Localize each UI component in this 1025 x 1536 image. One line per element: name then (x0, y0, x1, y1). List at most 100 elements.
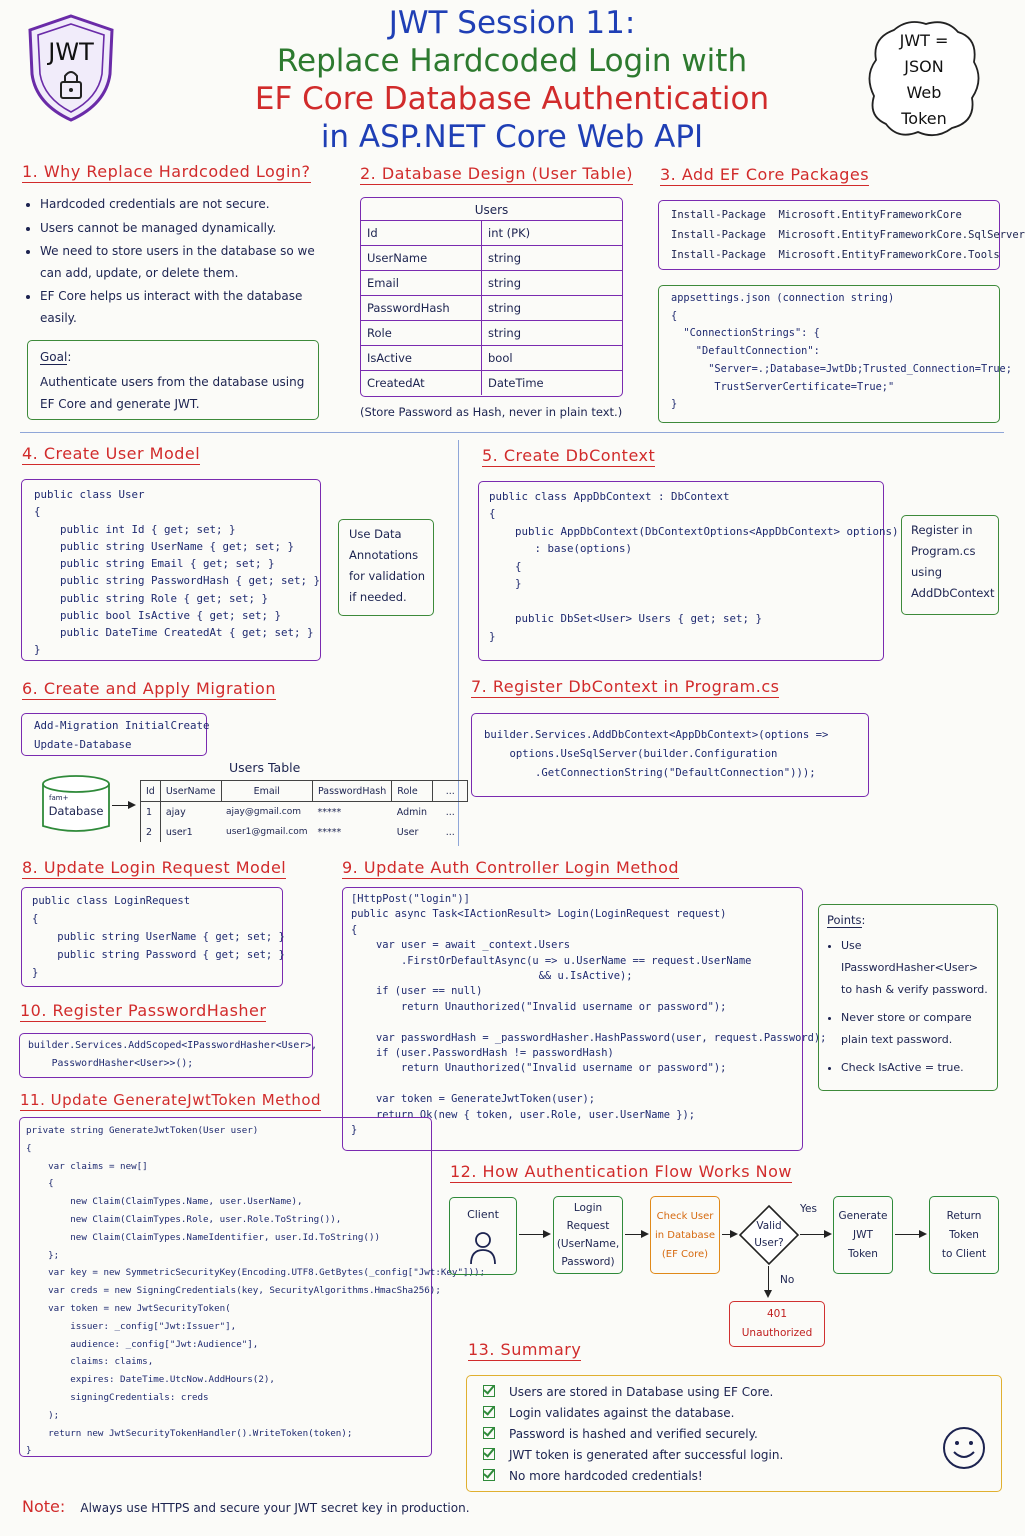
appsettings-box: appsettings.json (connection string) { "… (658, 285, 1012, 423)
summary-item: Password is hashed and verified securely… (483, 1424, 985, 1445)
flow-generate-text: Generate JWT Token (838, 1209, 888, 1260)
checkbox-icon (483, 1385, 495, 1397)
flow-return-text: Return Token to Client (941, 1209, 987, 1260)
summary-item: JWT token is generated after successful … (483, 1445, 985, 1466)
generate-token-code: private string GenerateJwtToken(User use… (26, 1125, 486, 1457)
migration-commands-box: Add-Migration InitialCreate Update-Datab… (21, 713, 210, 756)
title-line-1: JWT Session 11: (388, 5, 636, 41)
password-hash-note: (Store Password as Hash, never in plain … (360, 405, 623, 419)
package-line: Install-Package Microsoft.EntityFramewor… (671, 249, 1000, 261)
flow-unauthorized-text: 401 Unauthorized (741, 1308, 813, 1339)
user-model-code: public class User { public int Id { get;… (34, 488, 321, 657)
users-table-title: Users (474, 203, 509, 217)
user-model-code-box: public class User { public int Id { get;… (21, 479, 321, 661)
user-icon (470, 1231, 496, 1264)
appsettings-code: appsettings.json (connection string) { "… (671, 292, 1012, 411)
password-hasher-code-box: builder.Services.AddScoped<IPasswordHash… (19, 1033, 317, 1078)
users-data-table: Id UserName Email PasswordHash Role ... … (140, 780, 469, 842)
database-icon (42, 775, 110, 832)
flow-valid-text: Valid User? (754, 1220, 784, 1249)
section-3-title: 3. Add EF Core Packages (660, 165, 870, 186)
flow-login-request: Login Request (UserName, Password) (553, 1196, 623, 1274)
decision-diamond-icon (738, 1204, 800, 1266)
section-9-title: 9. Update Auth Controller Login Method (342, 858, 680, 879)
title-line-2: Replace Hardcoded Login with (276, 43, 748, 79)
section-10-title: 10. Register PasswordHasher (20, 1001, 267, 1022)
arrow (625, 1229, 649, 1238)
arrow-down (763, 1266, 772, 1298)
data-annotations-text: Use Data Annotations for validation if n… (349, 527, 426, 604)
flow-login-text: Login Request (UserName, Password) (556, 1202, 620, 1268)
register-dbcontext-code: builder.Services.AddDbContext<AppDbConte… (484, 729, 829, 779)
title-line-4: in ASP.NET Core Web API (320, 119, 704, 155)
section-12-title: 12. How Authentication Flow Works Now (450, 1162, 792, 1183)
package-line: Install-Package Microsoft.EntityFramewor… (671, 229, 1025, 241)
flow-client: Client (449, 1197, 517, 1275)
database-cylinder: fam+ Database (41, 774, 111, 836)
summary-item: Login validates against the database. (483, 1403, 985, 1424)
flow-check-text: Check User in Database (EF Core) (654, 1210, 715, 1260)
section-7-title: 7. Register DbContext in Program.cs (471, 677, 780, 698)
section-1-bullets: Hardcoded credentials are not secure. Us… (22, 194, 322, 332)
summary-item: Users are stored in Database using EF Co… (483, 1382, 985, 1403)
users-table-label: Users Table (229, 760, 301, 775)
flow-unauthorized: 401 Unauthorized (729, 1301, 825, 1347)
checkbox-icon (483, 1427, 495, 1439)
cloud-line-1: JWT = (899, 31, 949, 50)
register-dbcontext-text: Register in Program.cs using AddDbContex… (911, 523, 995, 600)
bullet-item: EF Core helps us interact with the datab… (40, 286, 322, 329)
bullet-item: Users cannot be managed dynamically. (40, 218, 322, 240)
flow-generate-token: Generate JWT Token (833, 1196, 893, 1274)
flow-client-label: Client (467, 1208, 499, 1221)
smiley-icon (941, 1425, 987, 1471)
checkbox-icon (483, 1406, 495, 1418)
goal-text: Authenticate users from the database usi… (40, 375, 305, 411)
shield-icon (28, 14, 114, 122)
packages-box: Install-Package Microsoft.EntityFramewor… (658, 200, 1025, 270)
login-request-code: public class LoginRequest { public strin… (32, 895, 285, 979)
point-item: Use IPasswordHasher<User> to hash & veri… (841, 935, 989, 1001)
arrow (800, 1229, 832, 1238)
database-label: Database (48, 804, 104, 818)
divider (458, 440, 459, 846)
section-1-title: 1. Why Replace Hardcoded Login? (22, 162, 311, 183)
database-small-label: fam+ (49, 794, 69, 802)
register-dbcontext-code-box: builder.Services.AddDbContext<AppDbConte… (471, 713, 869, 797)
login-request-code-box: public class LoginRequest { public strin… (21, 887, 285, 987)
points-box: Points: Use IPasswordHasher<User> to has… (818, 904, 998, 1091)
point-item: Never store or compare plain text passwo… (841, 1007, 989, 1051)
jwt-shield-logo: JWT (22, 12, 120, 124)
cloud-line-3: Web (906, 83, 942, 102)
package-line: Install-Package Microsoft.EntityFramewor… (671, 209, 962, 221)
summary-box: Users are stored in Database using EF Co… (466, 1375, 1002, 1492)
bullet-item: Hardcoded credentials are not secure. (40, 194, 322, 216)
migration-commands: Add-Migration InitialCreate Update-Datab… (34, 719, 210, 751)
arrow (519, 1229, 551, 1238)
flow-valid-user-decision: Valid User? (738, 1204, 800, 1266)
goal-label: Goal (40, 350, 68, 365)
arrow (112, 800, 136, 809)
section-8-title: 8. Update Login Request Model (22, 858, 287, 879)
divider (20, 432, 1004, 433)
points-title: Points (827, 913, 862, 928)
jwt-definition-cloud: JWT = JSON Web Token (864, 16, 984, 142)
note-label: Note: (22, 1497, 66, 1516)
cloud-line-2: JSON (904, 57, 944, 76)
note-text: Always use HTTPS and secure your JWT sec… (80, 1501, 470, 1515)
section-5-title: 5. Create DbContext (482, 446, 656, 467)
section-13-title: 13. Summary (468, 1340, 582, 1361)
cloud-line-4: Token (901, 109, 947, 128)
section-11-title: 11. Update GenerateJwtToken Method (20, 1091, 322, 1111)
flow-return-token: Return Token to Client (929, 1196, 999, 1274)
flow-no-label: No (780, 1274, 795, 1286)
table-header-row: Id UserName Email PasswordHash Role ... (140, 780, 469, 802)
cloud-icon (868, 21, 980, 137)
footer-note: Note: Always use HTTPS and secure your J… (22, 1497, 470, 1516)
